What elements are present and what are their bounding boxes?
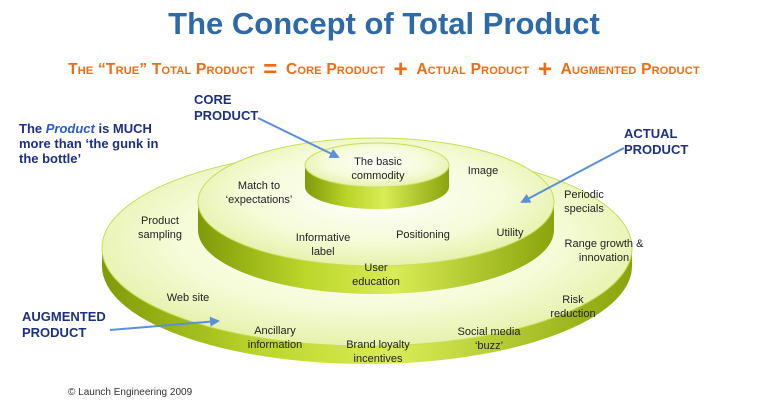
- equation-core: Core Product: [286, 61, 386, 78]
- actual-arrow: [520, 147, 625, 203]
- copyright-notice: © Launch Engineering 2009: [68, 387, 193, 398]
- core-product-disc: [304, 142, 450, 209]
- item-match-expectations: Match to ‘expectations’: [225, 180, 293, 206]
- item-range-growth: Range growth & innovation: [564, 238, 644, 264]
- core-product-label: CORE PRODUCT: [194, 92, 259, 123]
- augmented-arrow: [109, 316, 220, 331]
- equation-actual: Actual Product: [416, 61, 530, 78]
- item-web-site: Web site: [166, 292, 210, 304]
- item-ancillary-information: Ancillary information: [247, 325, 303, 351]
- item-image: Image: [467, 165, 499, 177]
- actual-product-label: ACTUAL PRODUCT: [624, 126, 689, 157]
- item-risk-reduction: Risk reduction: [550, 294, 596, 320]
- page-title: The Concept of Total Product: [168, 6, 600, 41]
- plus-sign: +: [537, 56, 553, 83]
- item-periodic-specials: Periodic specials: [564, 189, 604, 215]
- intro-text: The: [19, 121, 46, 136]
- item-informative-label: Informative label: [295, 232, 351, 258]
- item-user-education: User education: [352, 262, 400, 288]
- item-brand-loyalty: Brand loyalty incentives: [346, 339, 410, 365]
- intro-note: The Product is MUCH more than ‘the gunk …: [19, 121, 169, 166]
- total-product-equation: The “True” Total Product = Core Product …: [0, 56, 768, 84]
- intro-emphasis: Product: [45, 121, 95, 136]
- equals-sign: =: [263, 56, 278, 83]
- intro-text: is MUCH more than ‘the gunk in the bottl…: [19, 121, 159, 166]
- augmented-product-label: AUGMENTED PRODUCT: [22, 309, 106, 340]
- item-positioning: Positioning: [396, 229, 450, 241]
- item-social-media: Social media ‘buzz’: [457, 326, 521, 352]
- item-basic-commodity: The basic commodity: [351, 156, 405, 182]
- item-product-sampling: Product sampling: [137, 215, 183, 241]
- core-arrow: [257, 117, 340, 158]
- equation-true-total: The “True” Total Product: [68, 61, 255, 78]
- item-utility: Utility: [496, 227, 524, 239]
- plus-sign: +: [393, 56, 408, 83]
- equation-augmented: Augmented Product: [560, 61, 700, 78]
